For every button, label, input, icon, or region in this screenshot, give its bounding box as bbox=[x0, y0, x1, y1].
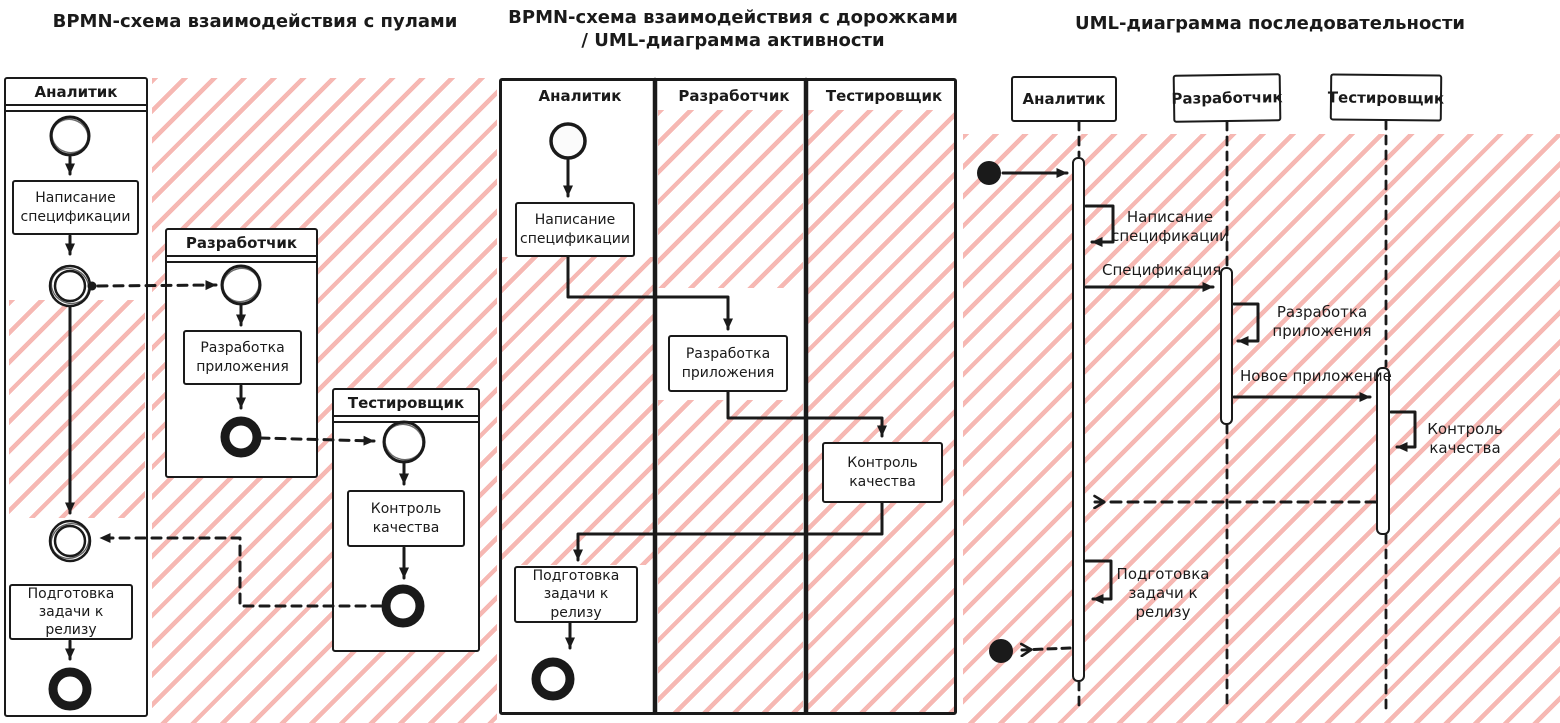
lane-container: Аналитик Разработчик Тестировщик bbox=[499, 78, 957, 715]
pool-developer-header: Разработчик bbox=[167, 230, 316, 257]
pool-analyst: Аналитик bbox=[4, 77, 148, 717]
lane-title-developer: Разработчик bbox=[678, 87, 790, 105]
task-develop-app-lane: Разработка приложения bbox=[668, 335, 788, 392]
task-develop-app-pool: Разработка приложения bbox=[183, 330, 302, 385]
label-msg-new-app: Новое приложение bbox=[1240, 367, 1392, 385]
task-prepare-release-lane: Подготовка задачи к релизу bbox=[514, 566, 638, 623]
lane-diagram-title: BPMN-схема взаимодействия с дорожками / … bbox=[508, 7, 958, 52]
label-self-prepare-release: Подготовка задачи к релизу bbox=[1116, 565, 1210, 621]
lane-title-analyst: Аналитик bbox=[538, 87, 622, 105]
sequence-diagram-title: UML-диаграмма последовательности bbox=[1074, 13, 1466, 34]
activation-bar-analyst bbox=[1072, 157, 1085, 682]
hatch-analyst-pool-wait bbox=[9, 300, 145, 518]
pool-developer-header-line bbox=[167, 257, 316, 263]
task-write-spec-lane: Написание спецификации bbox=[515, 202, 635, 257]
pool-tester-header: Тестировщик bbox=[334, 390, 478, 417]
task-quality-control-pool: Контроль качества bbox=[347, 490, 465, 547]
task-prepare-release-pool: Подготовка задачи к релизу bbox=[9, 584, 133, 640]
pool-diagram-title: BPMN-схема взаимодействия с пулами bbox=[52, 11, 458, 32]
task-quality-control-lane: Контроль качества bbox=[822, 442, 943, 503]
actor-developer: Разработчик bbox=[1171, 73, 1283, 123]
label-self-quality-control: Контроль качества bbox=[1427, 420, 1503, 457]
actor-tester: Тестировщик bbox=[1328, 73, 1444, 122]
pool-analyst-header-line bbox=[6, 106, 146, 112]
hatch-sequence-background bbox=[963, 134, 1560, 723]
label-self-develop-app: Разработка приложения bbox=[1272, 303, 1372, 340]
actor-analyst: Аналитик bbox=[1011, 76, 1117, 122]
activation-bar-developer bbox=[1220, 267, 1233, 425]
label-self-write-spec: Написание спецификации bbox=[1111, 208, 1229, 245]
pool-analyst-header: Аналитик bbox=[6, 79, 146, 106]
pool-tester-header-line bbox=[334, 417, 478, 423]
activation-bar-tester bbox=[1376, 367, 1390, 535]
task-write-spec-pool: Написание спецификации bbox=[12, 180, 139, 235]
lane-title-tester: Тестировщик bbox=[825, 87, 943, 105]
label-msg-specification: Спецификация bbox=[1102, 261, 1222, 279]
